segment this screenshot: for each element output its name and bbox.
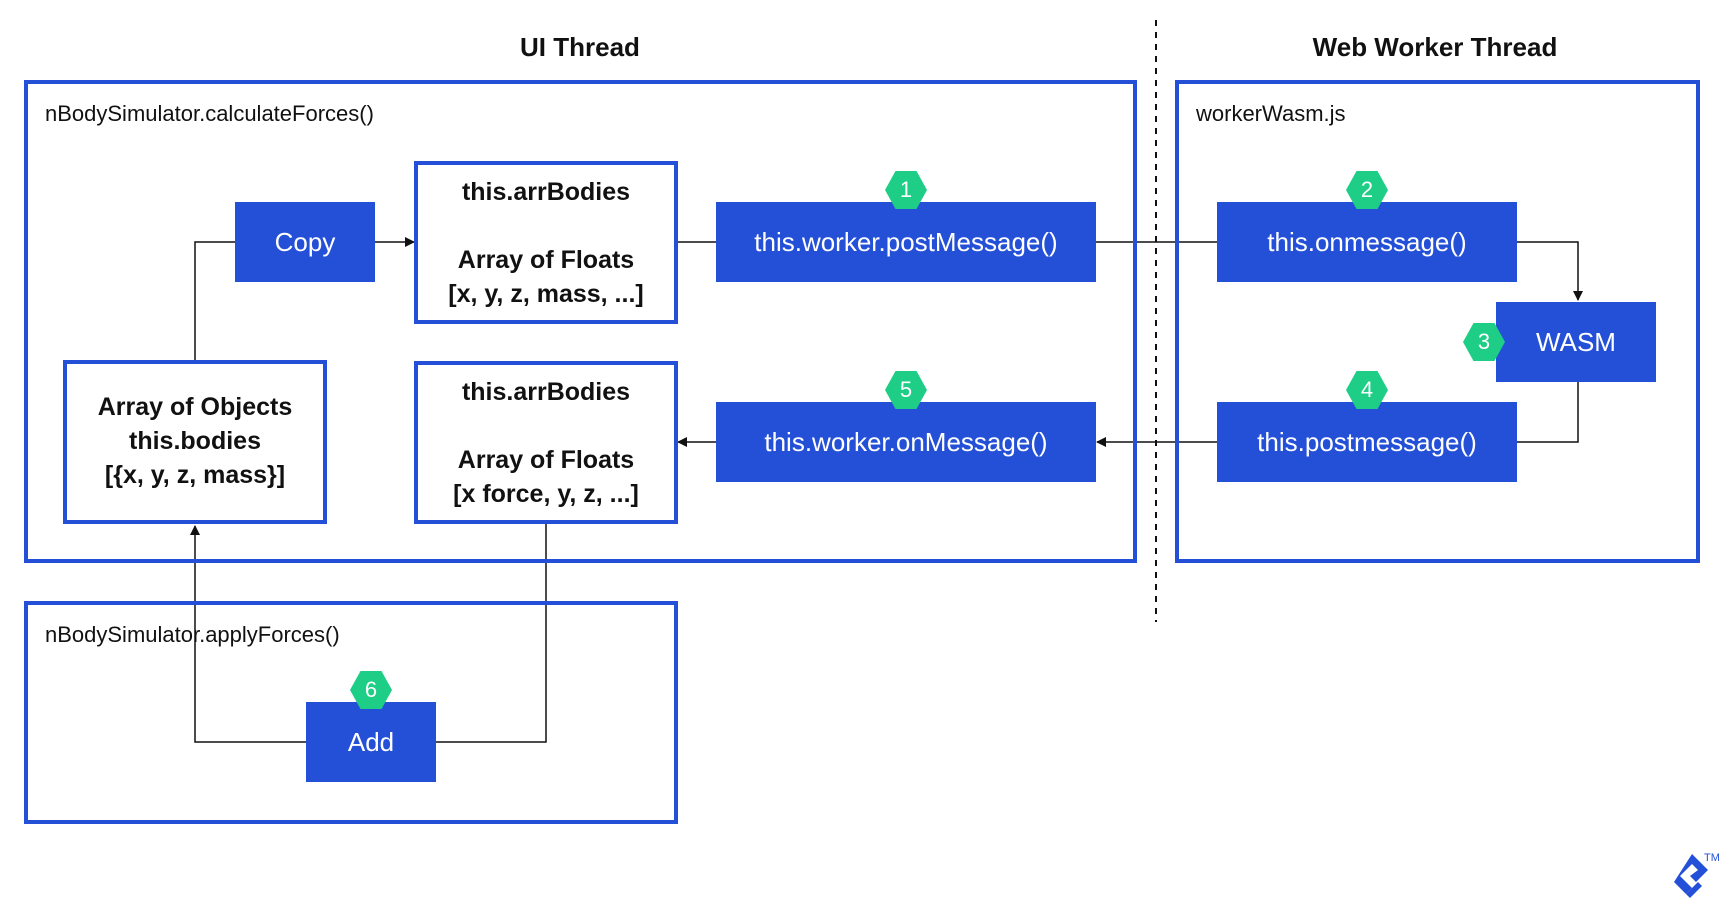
arrbodies-input-fields: [x, y, z, mass, ...] bbox=[448, 280, 644, 308]
arrbodies-input-type: Array of Floats bbox=[457, 246, 635, 274]
worker-wasm-label: workerWasm.js bbox=[1196, 101, 1346, 126]
connector-onmessage-to-wasm bbox=[1517, 241, 1583, 301]
ui-thread-heading: UI Thread bbox=[520, 32, 640, 62]
onmessage-worker-box: this.onmessage() bbox=[1217, 202, 1517, 282]
array-of-objects-line2: this.bodies bbox=[129, 427, 261, 455]
arrbodies-output-box: this.arrBodies Array of Floats [x force,… bbox=[414, 361, 678, 524]
worker-wasm-container bbox=[1175, 80, 1700, 563]
apply-forces-label: nBodySimulator.applyForces() bbox=[45, 622, 340, 647]
arrbodies-input-name: this.arrBodies bbox=[461, 178, 631, 206]
worker-thread-heading: Web Worker Thread bbox=[1312, 32, 1558, 62]
trademark-mark: TM bbox=[1704, 852, 1720, 864]
array-of-objects-line3: [{x, y, z, mass}] bbox=[104, 461, 286, 489]
arrbodies-output-type: Array of Floats bbox=[457, 446, 635, 474]
arrbodies-input-box: this.arrBodies Array of Floats [x, y, z,… bbox=[414, 161, 678, 324]
connector-wasm-to-postmessage bbox=[1517, 382, 1579, 443]
brand-logo-icon bbox=[1674, 854, 1708, 898]
postmessage-worker-box: this.postmessage() bbox=[1217, 402, 1517, 482]
connector-objects-to-copy bbox=[194, 241, 235, 360]
wasm-box: WASM bbox=[1496, 302, 1656, 382]
add-box: Add bbox=[306, 702, 436, 782]
connector-arrbodies-to-add bbox=[435, 524, 547, 743]
connector-add-to-objects bbox=[190, 525, 306, 743]
apply-forces-container bbox=[24, 601, 678, 824]
step-4-badge: 4 bbox=[1346, 371, 1388, 409]
array-of-objects-line1: Array of Objects bbox=[97, 393, 293, 421]
array-of-objects-box: Array of Objects this.bodies [{x, y, z, … bbox=[63, 360, 327, 524]
calculate-forces-container bbox=[24, 80, 1137, 563]
arrbodies-output-name: this.arrBodies bbox=[461, 378, 631, 406]
on-message-ui-box: this.worker.onMessage() bbox=[716, 402, 1096, 482]
step-5-badge: 5 bbox=[885, 371, 927, 409]
copy-box: Copy bbox=[235, 202, 375, 282]
calculate-forces-label: nBodySimulator.calculateForces() bbox=[45, 101, 374, 126]
step-3-badge: 3 bbox=[1463, 323, 1505, 361]
arrbodies-output-fields: [x force, y, z, ...] bbox=[453, 480, 639, 508]
post-message-box: this.worker.postMessage() bbox=[716, 202, 1096, 282]
